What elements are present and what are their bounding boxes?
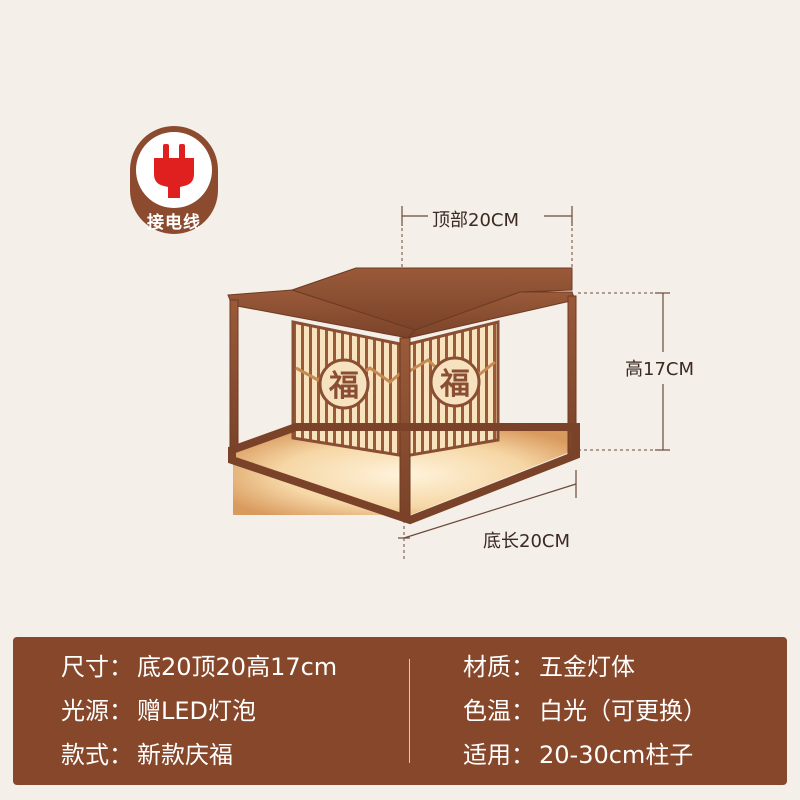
spec-key: 色温： (463, 697, 535, 725)
top-dimension-label: 顶部20CM (432, 210, 520, 231)
spec-row-size: 尺寸：底20顶20高17cm (61, 645, 337, 689)
plug-icon (154, 144, 194, 198)
dimension-guides (398, 206, 670, 562)
spec-value: 赠LED灯泡 (137, 697, 257, 725)
power-cord-badge: 接电线 (130, 126, 218, 234)
spec-key: 材质： (463, 653, 535, 681)
fu-glyph: 福 (328, 369, 359, 404)
spec-value: 底20顶20高17cm (137, 653, 338, 681)
spec-value: 20-30cm柱子 (539, 741, 694, 769)
spec-key: 尺寸： (61, 653, 133, 681)
spec-divider (409, 659, 410, 763)
spec-row-material: 材质：五金灯体 (463, 645, 707, 689)
height-dimension-label: 高17CM (625, 359, 695, 380)
spec-row-applicable: 适用：20-30cm柱子 (463, 733, 707, 777)
badge-circle (136, 132, 212, 208)
spec-row-light-source: 光源：赠LED灯泡 (61, 689, 337, 733)
spec-value: 五金灯体 (539, 653, 635, 681)
spec-key: 适用： (463, 741, 535, 769)
spec-value: 新款庆福 (137, 741, 233, 769)
spec-panel: 尺寸：底20顶20高17cm 光源：赠LED灯泡 款式：新款庆福 材质：五金灯体… (13, 637, 787, 785)
spec-row-color-temp: 色温：白光（可更换） (463, 689, 707, 733)
spec-row-style: 款式：新款庆福 (61, 733, 337, 777)
spec-key: 光源： (61, 697, 133, 725)
spec-key: 款式： (61, 741, 133, 769)
lamp-frame (227, 267, 580, 525)
fu-glyph: 福 (439, 367, 470, 402)
badge-label: 接电线 (147, 213, 201, 233)
spec-column-left: 尺寸：底20顶20高17cm 光源：赠LED灯泡 款式：新款庆福 (61, 645, 337, 777)
spec-value: 白光（可更换） (539, 697, 707, 725)
product-illustration: 福 福 (227, 206, 670, 562)
bottom-dimension-label: 底长20CM (483, 531, 571, 552)
lamp-shade: 福 福 (291, 320, 500, 458)
spec-column-right: 材质：五金灯体 色温：白光（可更换） 适用：20-30cm柱子 (463, 645, 707, 777)
